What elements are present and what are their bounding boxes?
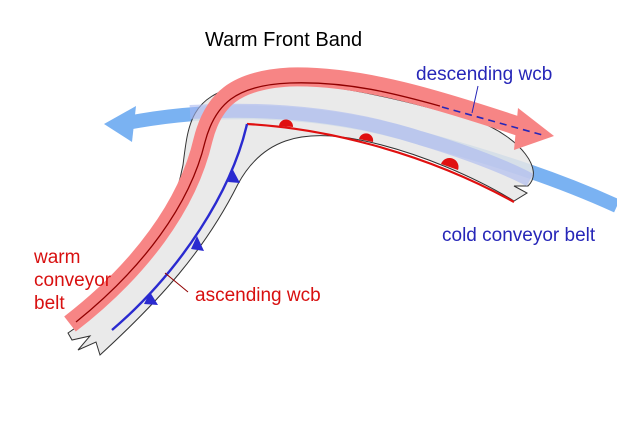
warm-conveyor-belt-arrow bbox=[64, 67, 528, 332]
warm-front-symbol bbox=[441, 157, 459, 170]
warm-front-symbol bbox=[359, 133, 374, 142]
cold-front-symbol bbox=[144, 292, 158, 305]
warm-front-line bbox=[246, 122, 515, 203]
cold-front-line bbox=[111, 123, 249, 331]
cold-front-symbol bbox=[228, 168, 240, 183]
cold-conveyor-belt-label: cold conveyor belt bbox=[442, 225, 596, 246]
warm-conveyor-belt-label-line3: belt bbox=[34, 293, 65, 314]
warm-conveyor-belt-label-line1: warm bbox=[34, 247, 81, 268]
cold-conveyor-belt-arrowhead bbox=[104, 106, 136, 142]
wcb-center-line bbox=[75, 82, 441, 323]
cold-front-symbol bbox=[191, 236, 204, 251]
cloud-band bbox=[67, 82, 534, 356]
warm-front-symbol bbox=[279, 119, 294, 127]
descending-wcb-dashed-line bbox=[441, 106, 547, 137]
descending-wcb-label: descending wcb bbox=[416, 64, 553, 85]
diagram-title: Warm Front Band bbox=[205, 29, 363, 51]
ascending-wcb-label: ascending wcb bbox=[195, 285, 321, 306]
warm-conveyor-belt-label-line2: conveyor bbox=[34, 270, 112, 291]
warm-conveyor-belt-arrowhead bbox=[514, 108, 554, 150]
ascending-wcb-leader bbox=[164, 272, 189, 293]
cold-conveyor-belt-overlay bbox=[189, 103, 534, 187]
descending-wcb-leader bbox=[471, 85, 479, 114]
